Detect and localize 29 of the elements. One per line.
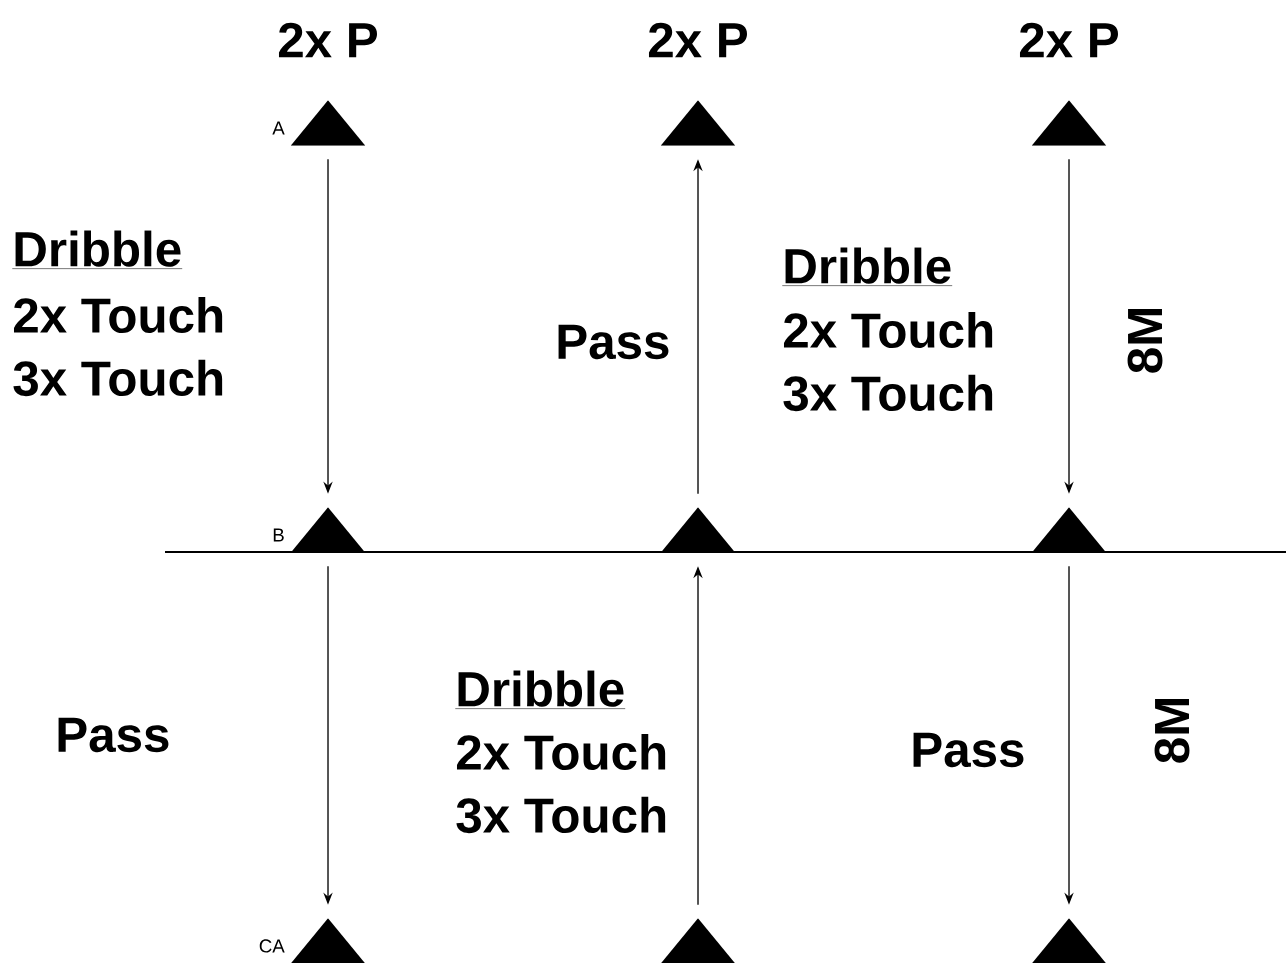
action-label: 2x Touch bbox=[457, 733, 666, 771]
action-label: 2x Touch bbox=[14, 296, 223, 334]
player-triangle bbox=[290, 918, 366, 963]
player-triangle bbox=[660, 507, 736, 553]
underlined-heading: Dribble bbox=[455, 670, 626, 709]
distance-label: 8M bbox=[1127, 309, 1163, 373]
player-triangle bbox=[1031, 507, 1107, 553]
player-triangle bbox=[290, 100, 366, 146]
action-label: Pass bbox=[558, 324, 669, 360]
player-triangle bbox=[660, 918, 736, 963]
count-label: 2x P bbox=[1020, 22, 1118, 58]
count-label: 2x P bbox=[649, 22, 747, 58]
player-triangle bbox=[1031, 100, 1107, 146]
action-label: Pass bbox=[58, 717, 169, 753]
distance-label: 8M bbox=[1154, 699, 1190, 763]
action-label: 2x Touch bbox=[784, 311, 993, 349]
action-label: 3x Touch bbox=[456, 796, 666, 834]
player-triangle bbox=[1031, 918, 1107, 963]
action-label: Pass bbox=[913, 732, 1024, 768]
action-label: 3x Touch bbox=[783, 374, 993, 412]
position-letter: A bbox=[272, 121, 285, 135]
position-letter: B bbox=[273, 528, 284, 542]
player-triangle bbox=[660, 100, 736, 146]
underlined-heading: Dribble bbox=[12, 230, 183, 269]
player-triangle bbox=[290, 507, 366, 553]
count-label: 2x P bbox=[279, 22, 377, 58]
action-label: 3x Touch bbox=[13, 359, 223, 397]
position-letter: CA bbox=[259, 939, 285, 953]
underlined-heading: Dribble bbox=[782, 247, 953, 286]
